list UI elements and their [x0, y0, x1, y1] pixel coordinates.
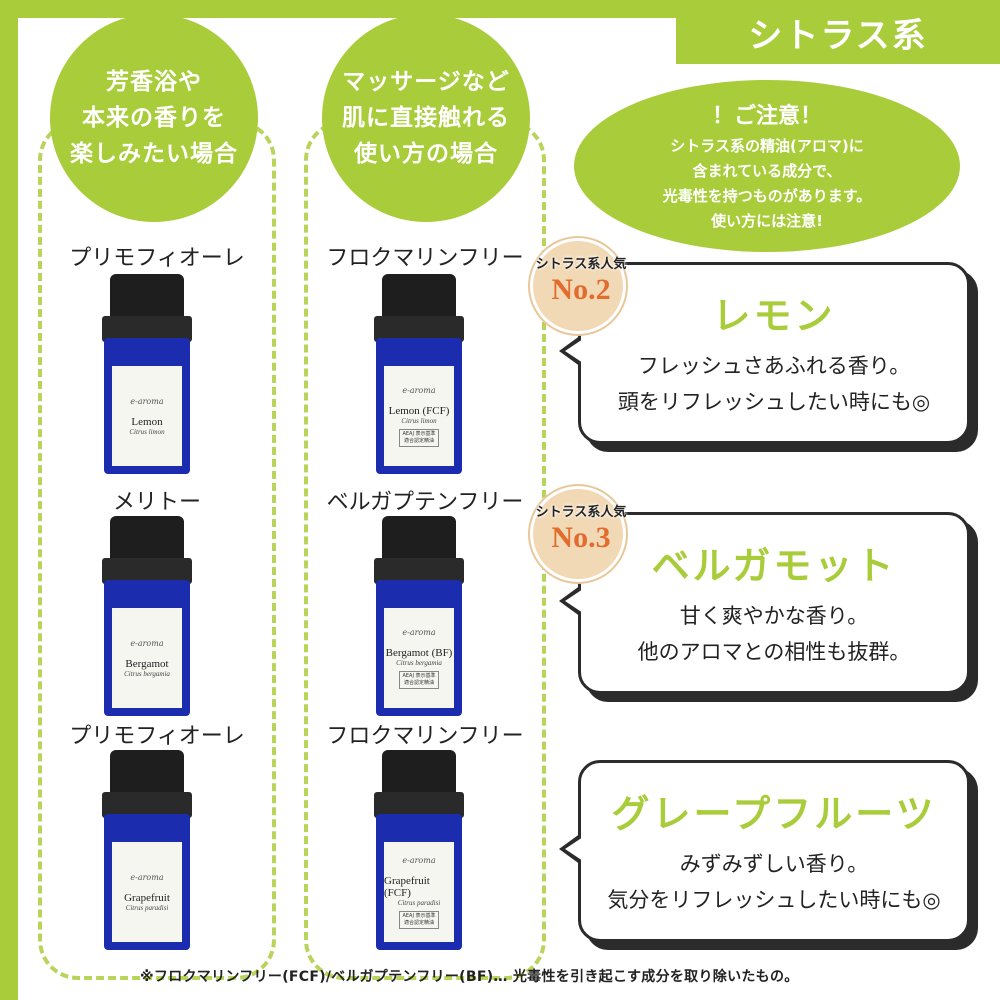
cert-line: 適合認定精油 [403, 679, 434, 686]
brand-logo: e-aroma [130, 872, 164, 882]
bottle-cap-ring [374, 792, 464, 818]
bottle-cap [110, 516, 184, 562]
bottle-cap-ring [102, 558, 192, 584]
oil-description: 気分をリフレッシュしたい時にも◎ [607, 888, 941, 912]
bottle-cap-ring [374, 316, 464, 342]
scientific-name: Citrus paradisi [397, 898, 441, 907]
caution-title: ！ご注意！ [711, 104, 822, 129]
product-maker-label: ベルガプテンフリー [326, 490, 524, 515]
bubble-line: 肌に直接触れる [342, 105, 510, 131]
scientific-name: Citrus limon [129, 427, 165, 436]
bubble-line: 楽しみたい場合 [70, 141, 238, 167]
bottle-cap-ring [102, 792, 192, 818]
ranking-label: シトラス系人気 [535, 257, 627, 272]
product-name: Lemon (FCF) [388, 404, 450, 417]
product-maker-label: メリトー [112, 490, 201, 515]
bottle-label: e-aroma Grapefruit Citrus paradisi [112, 842, 182, 942]
oil-description: みずみずしい香り。 [679, 852, 869, 876]
speech-tail-inner [565, 589, 583, 613]
bubble-line: マッサージなど [342, 69, 510, 95]
footnote: ※フロクマリンフリー(FCF)/ベルガプテンフリー(BF)… 光毒性を引き起こす… [140, 969, 799, 985]
brand-logo: e-aroma [402, 385, 436, 395]
bottle-cap [382, 274, 456, 320]
scientific-name: Citrus bergamia [396, 658, 442, 667]
bottle-cap [382, 516, 456, 562]
ranking-number: No.3 [551, 521, 611, 554]
ranking-badge: シトラス系人気 No.3 [530, 486, 626, 582]
caution-line: 光毒性を持つものがあります。 [662, 187, 872, 205]
oil-title: ベルガモット [651, 544, 897, 588]
cert-line: 適合認定精油 [403, 919, 434, 926]
scientific-name: Citrus paradisi [125, 903, 169, 912]
oil-description: 他のアロマとの相性も抜群。 [637, 640, 911, 664]
caution-line: 使い方には注意! [711, 212, 823, 230]
ranking-label: シトラス系人気 [535, 505, 627, 520]
bottle-cap [110, 274, 184, 320]
brand-logo: e-aroma [402, 627, 436, 637]
oil-description: 甘く爽やかな香り。 [679, 604, 869, 628]
bottle-label: e-aroma Lemon Citrus limon [112, 366, 182, 466]
bottle-label: e-aroma Grapefruit (FCF) Citrus paradisi… [384, 842, 454, 942]
caution-line: シトラス系の精油(アロマ)に [670, 137, 864, 155]
oil-title: レモン [712, 294, 836, 338]
category-tag: シトラス系 [676, 0, 1000, 64]
bubble-line: 芳香浴や [106, 69, 202, 95]
certification-mark: AEAJ 表示基準 適合認定精油 [399, 910, 439, 929]
brand-logo: e-aroma [130, 396, 164, 406]
grapefruit-description-box: グレープフルーツ みずみずしい香り。 気分をリフレッシュしたい時にも◎ [559, 760, 970, 942]
aromatherapy-bubble: 芳香浴や 本来の香りを 楽しみたい場合 [50, 14, 258, 222]
bubble-line: 使い方の場合 [354, 141, 498, 167]
brand-logo: e-aroma [402, 855, 436, 865]
product-maker-label: フロクマリンフリー [326, 724, 524, 749]
caution-line: 含まれている成分で、 [692, 162, 842, 180]
bottle-label: e-aroma Lemon (FCF) Citrus limon AEAJ 表示… [384, 366, 454, 466]
bottle-image: e-aroma Lemon Citrus limon [102, 274, 192, 474]
bottle-image: e-aroma Grapefruit (FCF) Citrus paradisi… [374, 750, 464, 950]
bottle-image: e-aroma Grapefruit Citrus paradisi [102, 750, 192, 950]
product-name: Lemon [131, 415, 163, 428]
oil-description: フレッシュさあふれる香り。 [637, 354, 911, 378]
massage-bubble: マッサージなど 肌に直接触れる 使い方の場合 [322, 14, 530, 222]
ranking-number: No.2 [551, 273, 611, 306]
cert-line: AEAJ 表示基準 [402, 912, 436, 919]
oil-title: グレープフルーツ [611, 792, 937, 836]
certification-mark: AEAJ 表示基準 適合認定精油 [399, 428, 439, 447]
product-maker-label: フロクマリンフリー [326, 246, 524, 271]
oil-description: 頭をリフレッシュしたい時にも◎ [617, 390, 931, 414]
bottle-image: e-aroma Bergamot (BF) Citrus bergamia AE… [374, 516, 464, 716]
bubble-line: 本来の香りを [82, 105, 226, 131]
bottle-image: e-aroma Bergamot Citrus bergamia [102, 516, 192, 716]
bergamot-description-box: ベルガモット 甘く爽やかな香り。 他のアロマとの相性も抜群。 [559, 512, 970, 694]
scientific-name: Citrus limon [401, 416, 437, 425]
bottle-cap [382, 750, 456, 796]
speech-tail-inner [565, 339, 583, 363]
bottle-cap-ring [374, 558, 464, 584]
bottle-cap [110, 750, 184, 796]
product-maker-label: プリモフィオーレ [69, 246, 245, 271]
cert-line: AEAJ 表示基準 [402, 430, 436, 437]
product-name: Bergamot (BF) [385, 646, 453, 659]
brand-logo: e-aroma [130, 638, 164, 648]
product-name: Grapefruit [124, 891, 170, 904]
scientific-name: Citrus bergamia [124, 669, 170, 678]
bottle-label: e-aroma Bergamot (BF) Citrus bergamia AE… [384, 608, 454, 708]
cert-line: AEAJ 表示基準 [402, 672, 436, 679]
certification-mark: AEAJ 表示基準 適合認定精油 [399, 670, 439, 689]
speech-tail-inner [565, 837, 583, 861]
ranking-badge: シトラス系人気 No.2 [530, 238, 626, 334]
bottle-cap-ring [102, 316, 192, 342]
product-name: Bergamot [125, 657, 169, 670]
product-name: Grapefruit (FCF) [384, 874, 430, 899]
bottle-image: e-aroma Lemon (FCF) Citrus limon AEAJ 表示… [374, 274, 464, 474]
product-maker-label: プリモフィオーレ [69, 724, 245, 749]
lemon-description-box: レモン フレッシュさあふれる香り。 頭をリフレッシュしたい時にも◎ [559, 262, 970, 444]
bottle-label: e-aroma Bergamot Citrus bergamia [112, 608, 182, 708]
caution-bubble: ！ご注意！ シトラス系の精油(アロマ)に 含まれている成分で、 光毒性を持つもの… [574, 80, 960, 252]
cert-line: 適合認定精油 [403, 437, 434, 444]
